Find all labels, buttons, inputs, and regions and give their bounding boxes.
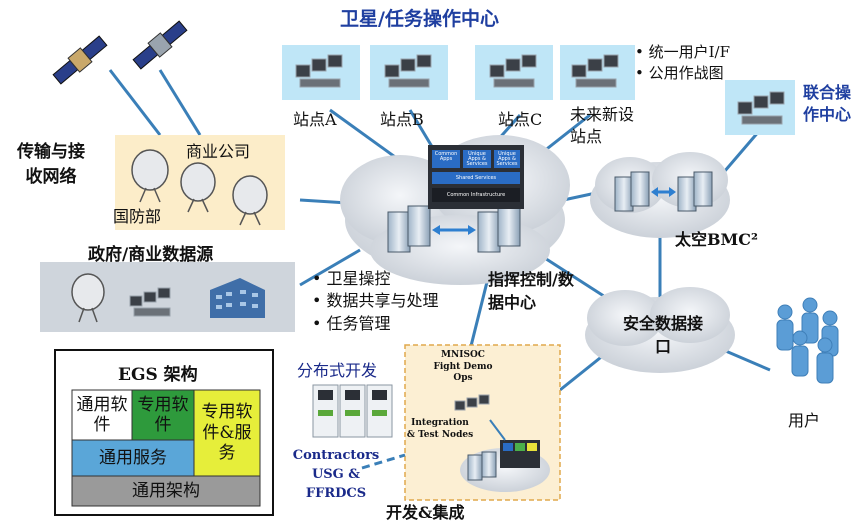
station-label-future: 未来新设站点	[570, 105, 635, 146]
panel-unique-apps-1: Unique Apps & Services	[466, 151, 488, 167]
integration-label: Integration & Test Nodes	[406, 418, 474, 440]
ui-bullet: • 统一用户I/F	[635, 43, 731, 61]
bmc-servers	[614, 171, 713, 212]
station-boxes	[282, 45, 795, 135]
building	[210, 278, 265, 318]
egs-special-software-services: 专用软件&服务	[201, 402, 253, 464]
users-label: 用户	[788, 411, 821, 430]
secure-interface-label: 安全数据接口	[622, 314, 703, 357]
dish-antennas	[71, 149, 268, 323]
command-center-label: 指挥控制/数据中心	[488, 270, 574, 313]
gov-data-label: 政府/商业数据源	[88, 245, 214, 265]
panel-common-infra: Common Infrastructure	[446, 192, 506, 198]
commercial-label: 商业公司	[186, 142, 251, 161]
egs-common-architecture: 通用架构	[132, 480, 200, 501]
ui-bullet: • 公用作战图	[635, 64, 724, 82]
function-list: • 卫星操控 • 数据共享与处理 • 任务管理	[312, 268, 439, 335]
station-monitors	[129, 54, 785, 411]
mnisoc-label: MNISOC Fight Demo Ops	[433, 350, 493, 384]
satellites	[52, 20, 188, 85]
page-title: 卫星/任务操作中心	[340, 8, 499, 30]
function-item: • 卫星操控	[312, 269, 391, 288]
egs-title: EGS 架构	[118, 365, 198, 385]
egs-common-software: 通用软件	[76, 394, 128, 435]
main-arrow	[432, 225, 476, 235]
station-label-b: 站点B	[380, 110, 424, 129]
users-figures	[776, 297, 839, 384]
apps-panel	[428, 145, 524, 209]
joint-ops-label: 联合操作中心	[803, 83, 852, 125]
station-label-a: 站点A	[293, 110, 337, 129]
distributed-dev-label: 分布式开发	[297, 361, 378, 380]
secure-cloud	[585, 287, 735, 373]
defense-label: 国防部	[113, 207, 162, 226]
ui-bullets: • 统一用户I/F • 公用作战图	[635, 42, 730, 84]
dev-workstations	[312, 384, 393, 438]
dev-integration-label: 开发&集成	[386, 503, 465, 522]
panel-unique-apps-2: Unique Apps & Services	[496, 151, 518, 167]
contractors-label: Contractors USG & FFRDCS	[292, 448, 380, 501]
function-item: • 数据共享与处理	[312, 291, 439, 311]
function-item: • 任务管理	[312, 313, 391, 333]
egs-common-services: 通用服务	[99, 447, 167, 468]
station-label-c: 站点C	[498, 110, 543, 129]
panel-common-apps: Common Apps	[434, 151, 458, 162]
main-servers	[387, 205, 521, 253]
panel-shared-services: Shared Services	[455, 175, 497, 181]
integration-cloud	[460, 419, 550, 492]
space-bmc-label: 太空BMC²	[675, 230, 758, 249]
transmission-label: 传输与接收网络	[17, 142, 85, 187]
bmc-arrow	[651, 187, 676, 197]
egs-special-software: 专用软件	[137, 394, 189, 435]
egs-box	[54, 349, 274, 516]
